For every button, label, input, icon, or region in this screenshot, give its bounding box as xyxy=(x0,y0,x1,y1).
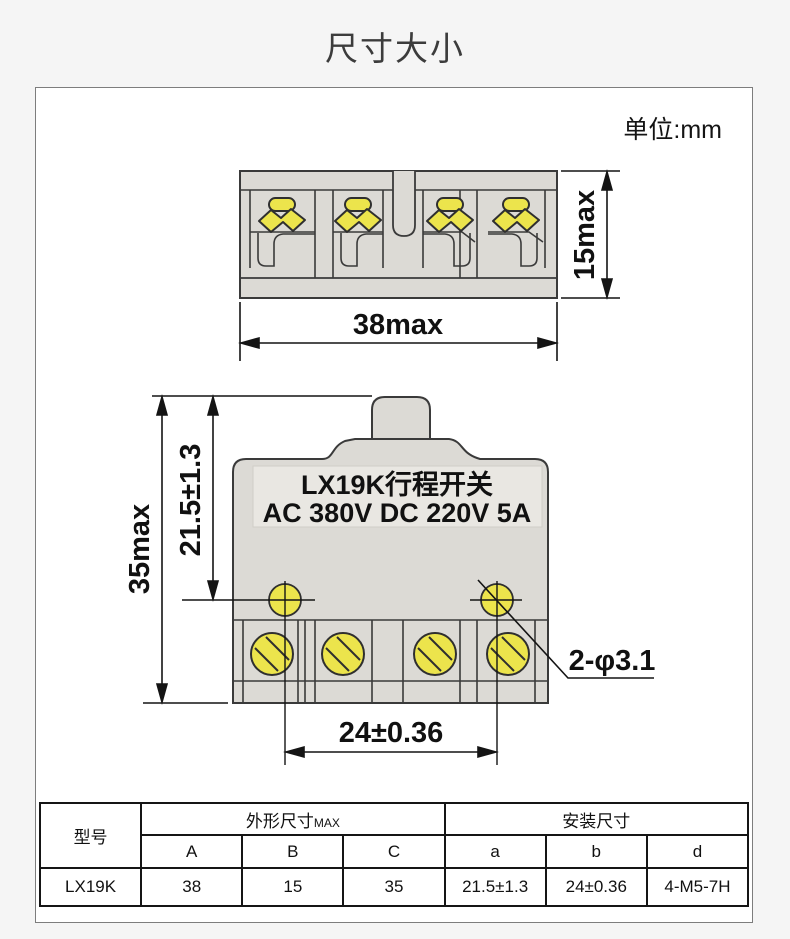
dim-15max-label: 15max xyxy=(569,190,601,280)
top-view-drawing: 15max 38max xyxy=(238,169,620,361)
terminal-screw-icons xyxy=(250,632,530,676)
spec-table-model-header: 型号 xyxy=(38,802,143,869)
dim-15max xyxy=(561,169,620,300)
spec-cell-A: 38 xyxy=(140,867,244,907)
dim-21-5-label: 21.5±1.3 xyxy=(175,444,207,557)
dim-24-label: 24±0.36 xyxy=(339,717,444,749)
unit-label: 单位:mm xyxy=(623,116,722,144)
contact-blades xyxy=(250,231,544,267)
dim-38max-label: 38max xyxy=(353,309,443,341)
nameplate xyxy=(252,465,543,528)
spec-cell-C: 35 xyxy=(342,867,446,907)
spec-table-subheader-B: B xyxy=(241,834,345,869)
nameplate-line2: AC 380V DC 220V 5A xyxy=(263,498,532,528)
spec-cell-a: 21.5±1.3 xyxy=(443,867,547,907)
wire-clamp-icons xyxy=(258,197,540,233)
spec-table-subheader-a: a xyxy=(443,834,547,869)
spec-cell-model: LX19K xyxy=(38,867,143,907)
front-view-drawing: LX19K行程开关 AC 380V DC 220V 5A xyxy=(124,394,656,765)
spec-table-subheader-b: b xyxy=(544,834,648,869)
spec-table-mount-group-header: 安装尺寸 xyxy=(443,802,750,836)
spec-cell-B: 15 xyxy=(241,867,345,907)
hole-diameter-leader xyxy=(477,579,654,679)
plunger xyxy=(371,396,431,445)
spec-table: 型号 外形尺寸MAX 安装尺寸 A B C a b d LX19K 38 15 … xyxy=(38,802,750,907)
dim-group-max-suffix: MAX xyxy=(313,815,340,830)
dim-group-text: 外形尺寸 xyxy=(245,811,314,831)
hole-diameter-label: 2-φ3.1 xyxy=(569,645,656,677)
spec-table-subheader-C: C xyxy=(342,834,446,869)
dim-21-5 xyxy=(206,394,220,602)
dim-35max-label: 35max xyxy=(124,504,156,594)
nameplate-line1: LX19K行程开关 xyxy=(301,469,493,500)
spec-cell-d: 4-M5-7H xyxy=(645,867,750,907)
spec-table-row: LX19K 38 15 35 21.5±1.3 24±0.36 4-M5-7H xyxy=(38,867,750,907)
dim-35max xyxy=(143,394,372,705)
spec-table-subheader-d: d xyxy=(645,834,750,869)
dim-38max xyxy=(238,302,559,361)
spec-table-dim-group-header: 外形尺寸MAX xyxy=(140,802,446,836)
spec-table-subheader-A: A xyxy=(140,834,244,869)
dim-24 xyxy=(283,745,499,759)
page-title: 尺寸大小 xyxy=(325,30,465,67)
spec-cell-b: 24±0.36 xyxy=(544,867,648,907)
